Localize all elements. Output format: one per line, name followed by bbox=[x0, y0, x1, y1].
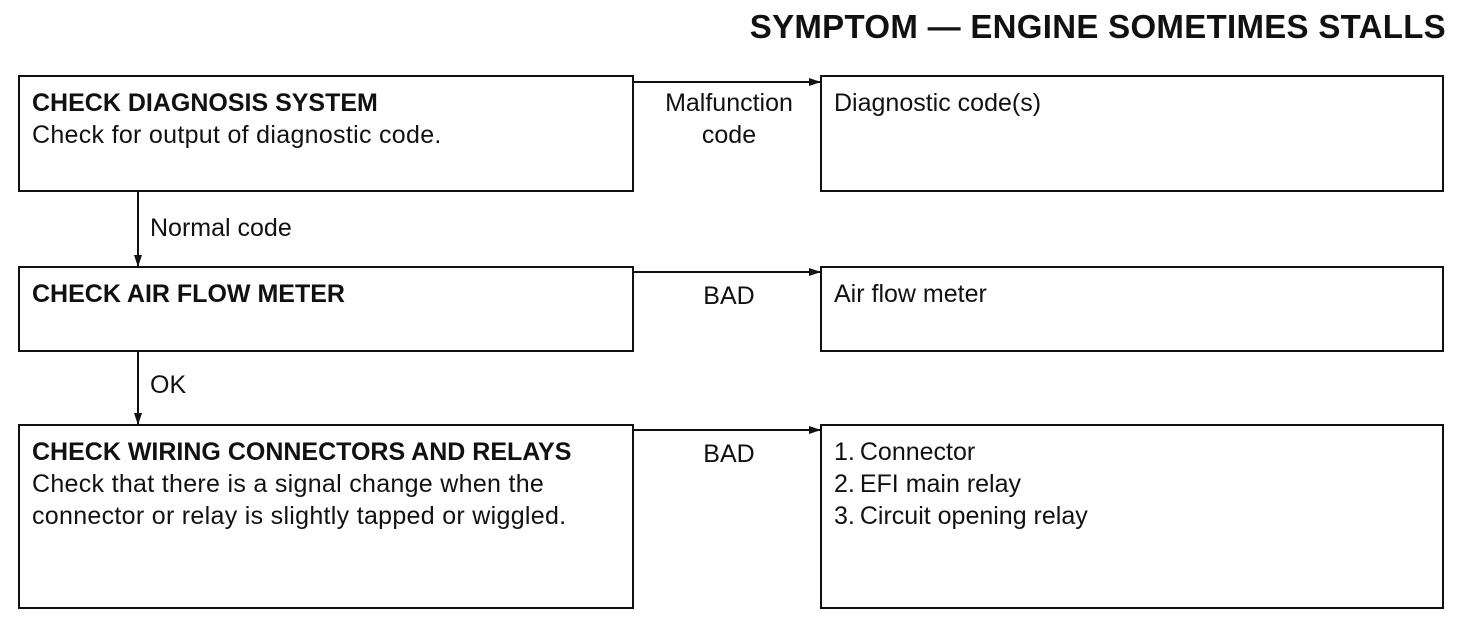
label-malfunction-code: Malfunction code bbox=[640, 87, 818, 151]
result-item: Diagnostic code(s) bbox=[834, 89, 1042, 117]
label-line: code bbox=[701, 121, 757, 149]
result-item: Air flow meter bbox=[834, 280, 987, 308]
result-item: 1. Connector bbox=[834, 438, 976, 466]
result-wiring: 1. Connector 2. EFI main relay 3. Circui… bbox=[820, 424, 1444, 609]
step-heading: CHECK DIAGNOSIS SYSTEM bbox=[32, 89, 378, 117]
diagram-title: SYMPTOM — ENGINE SOMETIMES STALLS bbox=[749, 8, 1446, 45]
step-check-diagnosis: CHECK DIAGNOSIS SYSTEM Check for output … bbox=[18, 75, 634, 192]
step-heading: CHECK WIRING CONNECTORS AND RELAYS bbox=[32, 438, 572, 466]
step-text: Check that there is a signal change when… bbox=[32, 470, 567, 530]
result-air-flow-meter: Air flow meter bbox=[820, 266, 1444, 352]
label-bad-air-flow: BAD bbox=[703, 282, 755, 310]
label-ok: OK bbox=[150, 371, 187, 399]
label-normal-code: Normal code bbox=[150, 214, 292, 242]
step-heading: CHECK AIR FLOW METER bbox=[32, 280, 345, 308]
label-line: Malfunction bbox=[665, 89, 793, 117]
result-item: 2. EFI main relay bbox=[834, 470, 1022, 498]
step-check-air-flow-meter: CHECK AIR FLOW METER bbox=[18, 266, 634, 352]
step-text: Check for output of diagnostic code. bbox=[32, 121, 442, 149]
label-bad-wiring: BAD bbox=[703, 440, 755, 468]
result-item: 3. Circuit opening relay bbox=[834, 502, 1088, 530]
result-diagnostic-codes: Diagnostic code(s) bbox=[820, 75, 1444, 192]
step-check-wiring-connectors: CHECK WIRING CONNECTORS AND RELAYS Check… bbox=[18, 424, 634, 609]
